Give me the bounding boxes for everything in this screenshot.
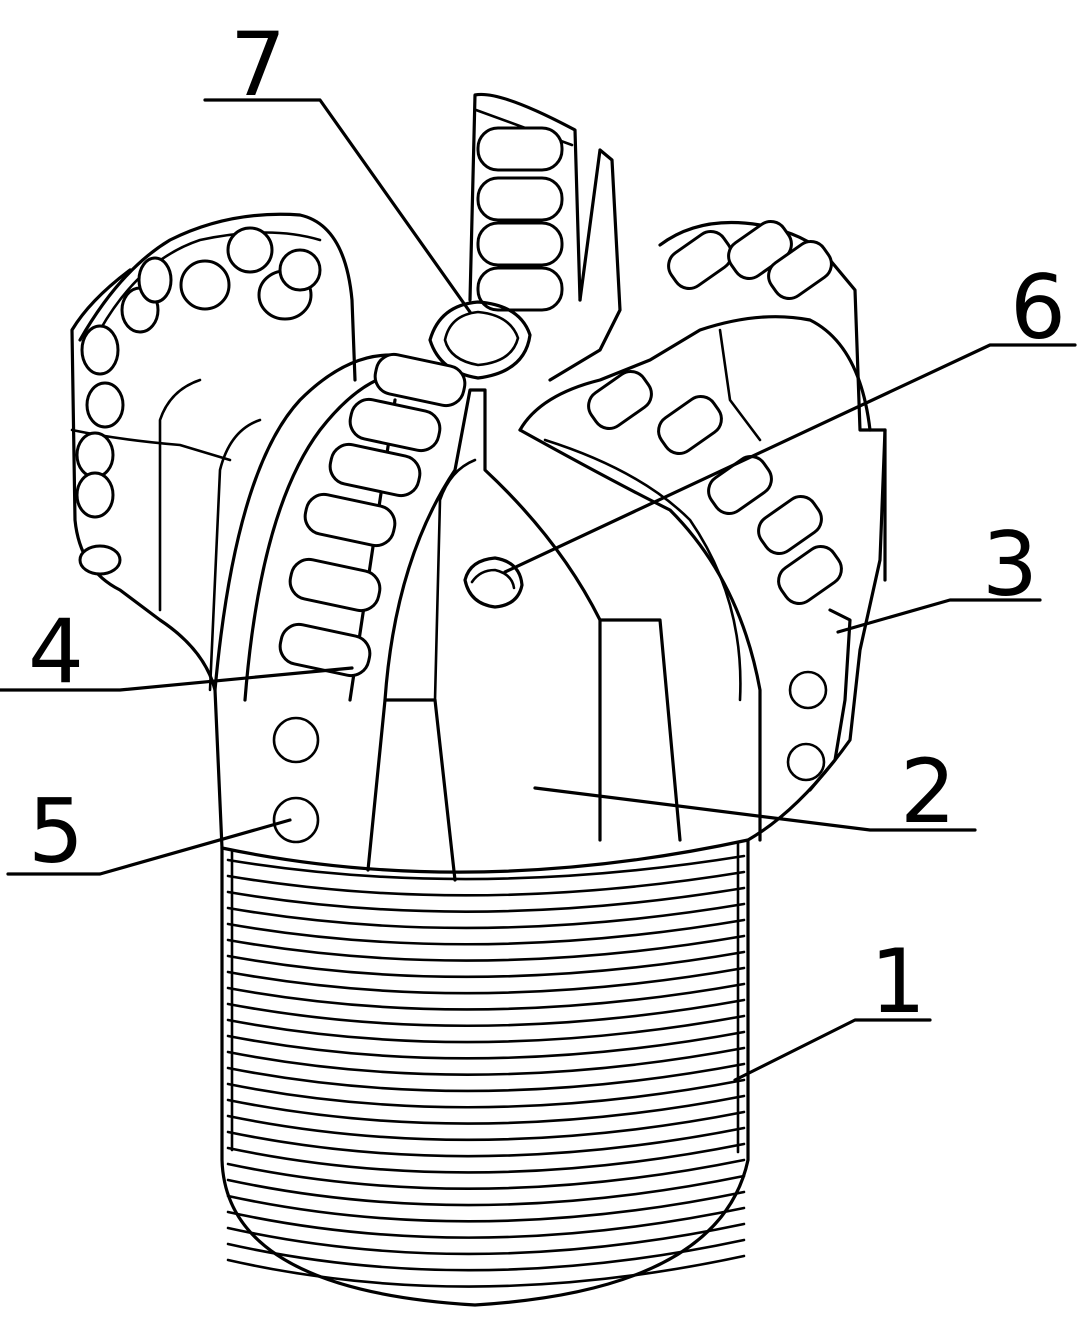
thread-line xyxy=(226,918,746,946)
pdc-cutter xyxy=(80,324,120,376)
pdc-cutter xyxy=(226,226,274,274)
pdc-cutter xyxy=(75,431,115,479)
pdc-cutter xyxy=(476,176,564,222)
pdc-cutter xyxy=(373,352,467,408)
leader-7 xyxy=(203,98,472,314)
thread-line xyxy=(226,1062,746,1093)
part-labels: 7 6 3 4 2 5 1 xyxy=(28,13,1066,1033)
pdc-cutter xyxy=(75,471,115,519)
pdc-cutter xyxy=(476,126,564,172)
right-blade-cutters xyxy=(587,220,843,605)
thread-line xyxy=(226,1094,746,1125)
pdc-cutter xyxy=(476,221,564,267)
pdc-cutter xyxy=(757,495,823,555)
thread-line xyxy=(226,854,746,881)
leader-3 xyxy=(836,598,1042,634)
leader-1 xyxy=(733,1018,932,1082)
leader-2 xyxy=(533,786,977,832)
threaded-shank xyxy=(220,838,750,1307)
thread-line xyxy=(226,934,746,962)
thread-line xyxy=(226,902,746,930)
right-blade xyxy=(518,220,887,842)
label-5: 5 xyxy=(28,780,84,883)
leader-5 xyxy=(6,818,292,876)
thread-line xyxy=(226,886,746,913)
thread-line xyxy=(226,1254,746,1288)
bit-body xyxy=(70,268,887,874)
thread-line xyxy=(226,1238,746,1272)
thread-line xyxy=(226,1142,746,1174)
thread-line xyxy=(226,1078,746,1109)
thread-lines xyxy=(226,854,746,1288)
pdc-cutter xyxy=(328,442,422,498)
label-1: 1 xyxy=(870,930,926,1033)
gauge-insert xyxy=(786,742,826,782)
label-7: 7 xyxy=(230,13,286,116)
thread-line xyxy=(226,998,746,1028)
thread-line xyxy=(226,1174,746,1207)
left-blade-cutters xyxy=(75,226,322,576)
top-blade-cutters xyxy=(476,126,564,312)
thread-line xyxy=(226,1222,746,1256)
thread-line xyxy=(226,1190,746,1223)
center-face xyxy=(366,388,682,882)
gauge-insert xyxy=(788,670,828,710)
pdc-cutter xyxy=(777,545,843,605)
thread-line xyxy=(226,870,746,897)
label-6: 6 xyxy=(1010,256,1066,359)
gauge-insert xyxy=(272,716,320,764)
pdc-cutter xyxy=(303,492,397,548)
pdc-cutter xyxy=(137,256,173,304)
leader-6 xyxy=(503,343,1077,574)
thread-line xyxy=(226,1110,746,1142)
thread-line xyxy=(226,982,746,1011)
gauge-insert xyxy=(272,796,320,844)
pdc-cutter xyxy=(657,395,723,455)
pdc-cutter xyxy=(78,544,122,576)
left-blade xyxy=(70,212,357,576)
pdc-cutter xyxy=(288,557,382,613)
leader-lines xyxy=(0,98,1077,1082)
thread-line xyxy=(226,1030,746,1060)
thread-line xyxy=(226,1014,746,1044)
pdc-cutter xyxy=(179,259,231,311)
front-blade-cutters xyxy=(278,352,467,678)
pdc-cutter xyxy=(348,397,442,453)
pdc-cutter xyxy=(767,240,833,300)
thread-line xyxy=(226,1046,746,1076)
top-blade xyxy=(468,92,622,382)
pdc-cutter xyxy=(667,230,733,290)
pdc-cutter xyxy=(278,248,322,292)
thread-line xyxy=(226,1126,746,1158)
thread-line xyxy=(226,1206,746,1239)
thread-line xyxy=(226,966,746,995)
leader-4 xyxy=(0,666,354,692)
pdc-cutter xyxy=(476,266,564,312)
pdc-cutter xyxy=(587,370,653,430)
label-4: 4 xyxy=(28,600,84,703)
thread-line xyxy=(226,1158,746,1191)
label-3: 3 xyxy=(982,513,1038,616)
label-2: 2 xyxy=(900,740,956,843)
pdc-cutter xyxy=(85,381,125,429)
thread-line xyxy=(226,950,746,979)
front-left-blade xyxy=(213,352,467,844)
